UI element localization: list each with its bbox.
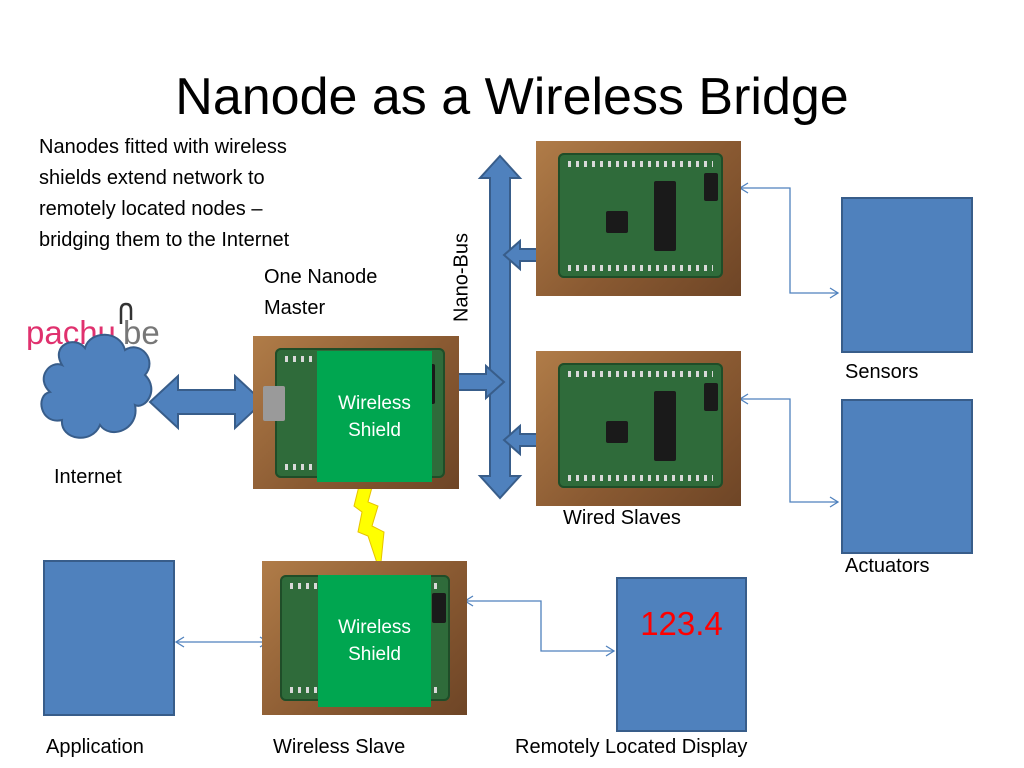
connector-line [174,636,270,648]
wired-slave-board [536,141,741,296]
display-label: Remotely Located Display [515,736,748,758]
application-box [43,560,175,716]
chip [654,181,676,251]
double-arrow-icon [477,154,523,500]
intro-text: Nanodes fitted with wireless shields ext… [39,132,359,256]
wireless-slave-board: Wireless Shield [262,561,467,715]
connector-line [463,595,616,657]
connector-line [738,182,840,299]
connector [704,383,718,411]
master-label-line: Master [264,297,326,319]
intro-line: remotely located nodes – [39,198,263,220]
ethernet-jack [263,386,285,421]
cloud-icon [40,333,153,439]
svg-text:be: be [123,314,160,350]
shield-label: Wireless [338,392,411,414]
display-box: 123.4 [616,577,747,732]
wireless-slave-label: Wireless Slave [273,736,406,758]
connector [704,173,718,201]
connector-line [738,393,840,508]
wired-slaves-label: Wired Slaves [563,507,681,529]
bus-label: Nano-Bus [447,228,477,328]
sensors-box [841,197,973,353]
intro-line: shields extend network to [39,167,265,189]
chip [606,421,628,443]
chip [606,211,628,233]
chip [654,391,676,461]
master-label: One Nanode Master [264,262,424,324]
double-arrow-icon [148,373,265,431]
pcb [558,153,723,278]
pcb [558,363,723,488]
actuators-box [841,399,973,554]
application-label: Application [46,736,144,758]
connector [432,593,446,623]
intro-line: Nanodes fitted with wireless [39,136,287,158]
intro-line: bridging them to the Internet [39,229,290,251]
internet-label: Internet [54,466,122,488]
lightning-icon [353,473,385,573]
bus-label-text: Nano-Bus [450,233,473,322]
display-value: 123.4 [640,605,723,642]
sensors-label: Sensors [845,361,919,383]
slide-title: Nanode as a Wireless Bridge [175,68,849,126]
shield-label: Wireless [338,617,411,638]
master-label-line: One Nanode [264,266,378,288]
shield-label: Shield [348,644,401,665]
master-board: Wireless Shield [253,336,459,489]
wireless-shield: Wireless Shield [318,575,431,707]
shield-label: Shield [348,419,401,441]
wireless-shield: Wireless Shield [317,351,432,482]
actuators-label: Actuators [845,555,930,577]
wired-slave-board [536,351,741,506]
